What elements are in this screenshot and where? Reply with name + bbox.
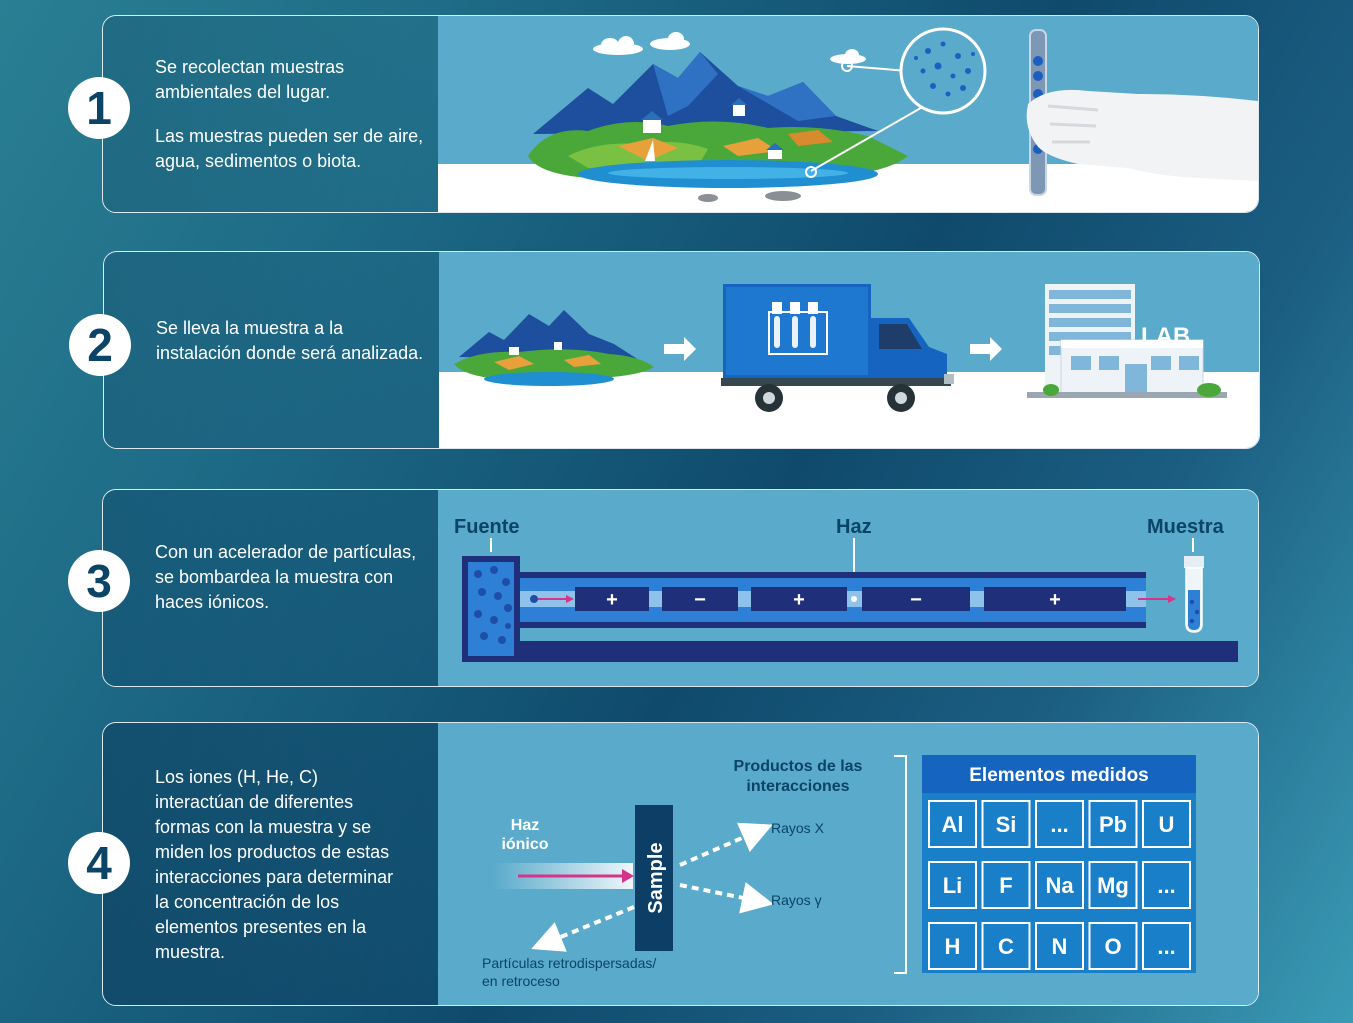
step-2-text: Se lleva la muestra a la instalación don… <box>104 252 439 448</box>
gloved-hand <box>1026 89 1258 181</box>
element-symbol: F <box>999 873 1012 898</box>
element-symbol: ... <box>1050 812 1068 837</box>
water-sample-zoom <box>899 27 987 115</box>
element-cell <box>981 922 1031 970</box>
step-3-card: Con un acelerador de partículas, se bomb… <box>102 489 1259 687</box>
products-title-line2: interacciones <box>746 778 849 795</box>
element-cell <box>1088 922 1138 970</box>
electrode-row: + − + − + <box>575 587 1126 611</box>
step-4-card: Los iones (H, He, C) interactúan de dife… <box>102 722 1259 1006</box>
element-cell <box>1035 800 1084 848</box>
element-cell <box>981 800 1031 848</box>
element-cell <box>1142 922 1191 970</box>
element-grid: Al Si... Pb U Li F Na Mg... H C N O... <box>928 800 1191 970</box>
electrode-sign: + <box>793 589 805 611</box>
element-symbol: ... <box>1157 934 1175 959</box>
products-title-line1: Productos de las <box>734 758 863 775</box>
sample-block-label: Sample <box>645 842 667 913</box>
element-cell <box>1035 922 1084 970</box>
element-cell <box>928 800 977 848</box>
backscatter-label-line1: Partículas retrodispersadas/ <box>482 955 656 971</box>
step-3-paragraph: Con un acelerador de partículas, se bomb… <box>155 542 417 612</box>
xrays-label: Rayos X <box>771 820 825 836</box>
electrode-sign: + <box>606 589 618 611</box>
step-2-card: Se lleva la muestra a la instalación don… <box>103 251 1260 449</box>
ion-beam-label-line1: Haz <box>511 817 539 834</box>
ion-beam-label-line2: iónico <box>501 836 548 853</box>
source-label: Fuente <box>454 516 520 538</box>
element-symbol: ... <box>1157 873 1175 898</box>
arrow-right-icon <box>970 337 1002 361</box>
sample-label: Muestra <box>1147 516 1225 538</box>
step-1-text: Se recolectan muestras ambientales del l… <box>103 16 438 212</box>
arrow-right-icon <box>664 337 696 361</box>
element-cell <box>1035 861 1084 909</box>
element-cell <box>1142 800 1191 848</box>
element-cell <box>1142 861 1191 909</box>
element-symbol: Pb <box>1099 812 1127 837</box>
element-cell <box>1088 800 1138 848</box>
step-1-number-badge: 1 <box>68 77 130 139</box>
sample-block <box>635 805 673 951</box>
electrode-sign: − <box>694 589 706 611</box>
element-symbol: Si <box>996 812 1017 837</box>
element-symbol: C <box>998 934 1014 959</box>
element-cell <box>1088 861 1138 909</box>
element-symbol: H <box>945 934 961 959</box>
lab-building-icon: LAB <box>1027 284 1227 398</box>
step-1-paragraph-2: Las muestras pueden ser de aire, agua, s… <box>155 126 424 171</box>
step-3-illustration: Fuente Haz Muestra <box>438 490 1258 686</box>
element-symbol: Al <box>942 812 964 837</box>
truck-icon <box>721 284 954 412</box>
step-4-text: Los iones (H, He, C) interactúan de dife… <box>103 723 438 1005</box>
lab-sign: LAB <box>1141 323 1190 350</box>
element-cell <box>981 861 1031 909</box>
element-symbol: Li <box>943 873 963 898</box>
step-2-paragraph: Se lleva la muestra a la instalación don… <box>156 318 424 363</box>
beam-label: Haz <box>836 516 872 538</box>
electrode-sign: − <box>910 589 922 611</box>
step-1-paragraph-1: Se recolectan muestras ambientales del l… <box>155 57 345 102</box>
element-symbol: U <box>1159 812 1175 837</box>
element-cell <box>928 861 977 909</box>
step-4-illustration: Haz iónico Sample Productos de las inter… <box>438 723 1258 1005</box>
element-symbol: Na <box>1045 873 1074 898</box>
step-1-card: Se recolectan muestras ambientales del l… <box>102 15 1259 213</box>
element-symbol: O <box>1104 934 1121 959</box>
sample-tube-icon <box>1184 556 1204 633</box>
step-3-number-badge: 3 <box>68 550 130 612</box>
step-4-paragraph: Los iones (H, He, C) interactúan de dife… <box>155 767 394 962</box>
step-2-number-badge: 2 <box>69 314 131 376</box>
element-symbol: N <box>1052 934 1068 959</box>
electrode-sign: + <box>1049 589 1061 611</box>
gamma-label: Rayos γ <box>771 892 822 908</box>
element-symbol: Mg <box>1097 873 1129 898</box>
step-3-text: Con un acelerador de partículas, se bomb… <box>103 490 438 686</box>
step-4-number-badge: 4 <box>68 832 130 894</box>
element-cell <box>928 922 977 970</box>
elements-title: Elementos medidos <box>969 765 1149 786</box>
backscatter-label-line2: en retroceso <box>482 973 560 989</box>
bracket <box>894 755 907 974</box>
step-2-illustration: LAB <box>439 252 1259 448</box>
step-1-illustration <box>438 16 1258 212</box>
